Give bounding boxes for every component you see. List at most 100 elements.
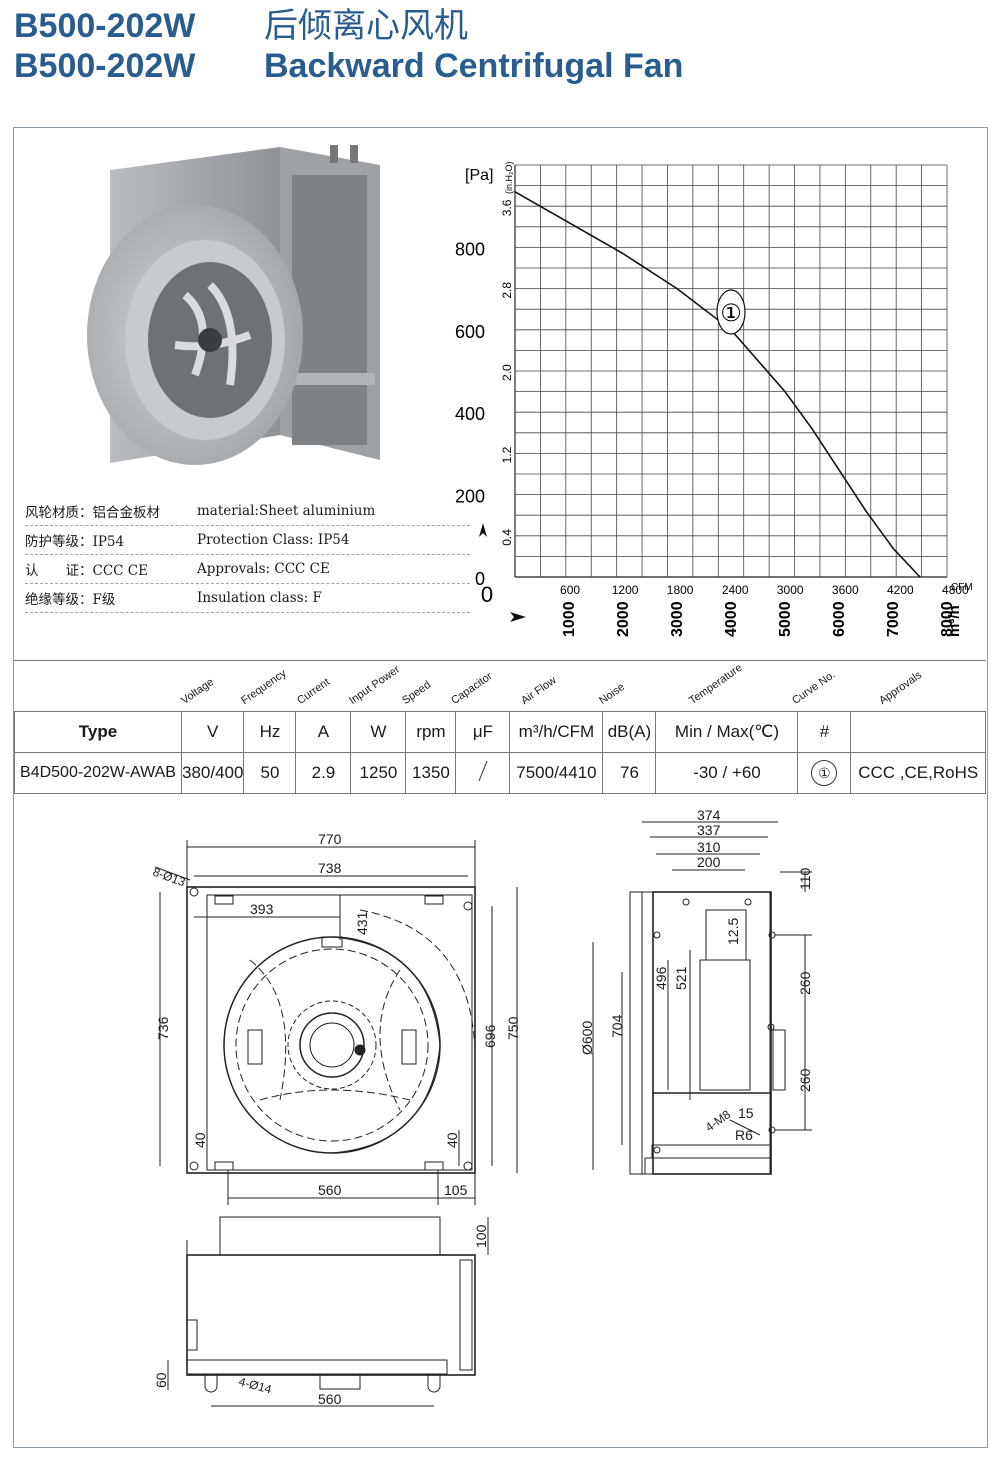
- x-tick-cfm: 4200: [887, 583, 914, 597]
- model-code: B500-202W: [14, 7, 196, 45]
- svg-text:40: 40: [192, 1132, 208, 1148]
- svg-text:200: 200: [697, 854, 721, 870]
- svg-text:4-M8: 4-M8: [703, 1107, 734, 1134]
- svg-text:R6: R6: [735, 1127, 753, 1143]
- title-chinese: 后倾离心风机: [264, 6, 468, 46]
- side-view: [592, 821, 812, 1175]
- x-tick-cfm: 1200: [612, 583, 639, 597]
- svg-text:8-Ø13: 8-Ø13: [151, 865, 187, 890]
- bottom-view: [167, 1216, 489, 1407]
- x-tick-m3h: 6000: [831, 601, 848, 637]
- svg-text:260: 260: [797, 1068, 813, 1092]
- svg-text:560: 560: [318, 1182, 342, 1198]
- svg-text:770: 770: [318, 831, 342, 847]
- x-unit-m3h: m³/h: [946, 605, 963, 637]
- table-header-frequency: Frequency: [239, 667, 289, 707]
- table-header-input-power: Input Power: [347, 663, 403, 707]
- hub: [198, 328, 222, 352]
- y-tick-pa: 200: [455, 487, 485, 507]
- fan-photo: [87, 145, 380, 465]
- x-tick-m3h: 1000: [561, 601, 578, 637]
- x-tick-m3h: 5000: [777, 601, 794, 637]
- x-tick-m3h: 7000: [885, 601, 902, 637]
- model-code: B500-202W: [14, 47, 196, 85]
- outlet-lower: [292, 385, 367, 445]
- title-line-cn: B500-202W 后倾离心风机: [14, 8, 468, 44]
- curve-number-badge: ①: [811, 760, 838, 786]
- table-header-capacitor: Capacitor: [449, 670, 495, 707]
- svg-text:337: 337: [697, 822, 721, 838]
- svg-text:40: 40: [444, 1132, 460, 1148]
- svg-text:4-Ø14: 4-Ø14: [237, 1374, 273, 1396]
- svg-text:Ø600: Ø600: [579, 1021, 595, 1055]
- svg-text:736: 736: [155, 1016, 171, 1040]
- table-header-curve-no-: Curve No.: [790, 668, 838, 707]
- table-header-voltage: Voltage: [179, 676, 217, 707]
- x-tick-m3h: 2000: [615, 601, 632, 637]
- title-english: Backward Centrifugal Fan: [264, 47, 684, 85]
- y-tick-pa: 0: [475, 569, 485, 589]
- x-tick-cfm: 4800: [942, 583, 969, 597]
- y-tick-inh2o: 1.2: [500, 446, 514, 463]
- table-header-approvals: Approvals: [877, 669, 925, 707]
- svg-text:①: ①: [720, 299, 742, 327]
- y-tick-inh2o: 0.4: [500, 529, 514, 546]
- y-tick-inh2o: 2.0: [500, 364, 514, 381]
- table-header-air-flow: Air Flow: [519, 674, 559, 707]
- slash-mark: [478, 760, 488, 781]
- performance-chart: 0 200 400 600 800 [Pa] (in.H₂O) 0.4 1.2 2.0 2.8 3.6…: [455, 162, 973, 638]
- y-tick-pa: 800: [455, 239, 485, 259]
- svg-text:431: 431: [354, 911, 370, 935]
- outlet-opening: [292, 175, 367, 375]
- x-tick-cfm: 2400: [722, 583, 749, 597]
- col-type: Type: [14, 711, 182, 753]
- svg-text:260: 260: [797, 971, 813, 995]
- dimension-drawings: 770 738 8-Ø13 393 431 736 696 750 40 40 …: [151, 807, 813, 1407]
- svg-text:105: 105: [444, 1182, 468, 1198]
- x-axis-arrow: [510, 612, 526, 622]
- svg-text:696: 696: [482, 1024, 498, 1048]
- svg-text:738: 738: [318, 860, 342, 876]
- front-view: [154, 840, 518, 1205]
- chart-grid: [514, 164, 948, 578]
- svg-text:521: 521: [673, 966, 689, 990]
- table-units-row: Type V Hz A W rpm μF m³/h/CFM dB(A) Min …: [14, 711, 986, 753]
- x-tick-cfm: 1800: [667, 583, 694, 597]
- svg-text:15: 15: [738, 1105, 754, 1121]
- svg-text:750: 750: [505, 1016, 521, 1040]
- chart-axis-labels: 0 200 400 600 800 [Pa] (in.H₂O) 0.4 1.2 2.0 2.8 3.6…: [455, 162, 973, 638]
- y-axis-label-secondary: (in.H₂O): [504, 162, 514, 195]
- svg-text:60: 60: [153, 1372, 169, 1388]
- y-axis-label: [Pa]: [465, 167, 493, 184]
- y-tick-pa: 400: [455, 404, 485, 424]
- svg-text:374: 374: [697, 807, 721, 823]
- x-tick-cfm: 3600: [832, 583, 859, 597]
- svg-text:100: 100: [473, 1224, 489, 1248]
- title-line-en: B500-202W Backward Centrifugal Fan: [14, 48, 683, 84]
- x-unit-cfm: CFM: [951, 582, 973, 593]
- x-tick-cfm: 600: [560, 583, 580, 597]
- x-tick-m3h: 3000: [669, 601, 686, 637]
- x-tick-cfm: 3000: [777, 583, 804, 597]
- svg-text:393: 393: [250, 901, 274, 917]
- table-header-noise: Noise: [597, 681, 628, 707]
- y-tick-inh2o: 2.8: [500, 282, 514, 299]
- table-header-current: Current: [295, 676, 333, 707]
- svg-text:704: 704: [609, 1014, 625, 1038]
- y-tick-inh2o: 3.6: [500, 199, 514, 216]
- x-tick-m3h: 8000: [939, 601, 956, 637]
- svg-text:110: 110: [797, 867, 813, 890]
- y-axis-arrow: [479, 523, 487, 537]
- origin-label: 0: [481, 582, 493, 607]
- svg-text:12.5: 12.5: [725, 918, 741, 945]
- capacitor-empty: [455, 752, 511, 794]
- svg-text:310: 310: [697, 839, 721, 855]
- table-row: B4D500-202W-AWAB 380/400 50 2.9 1250 135…: [14, 752, 986, 794]
- svg-text:496: 496: [653, 966, 669, 990]
- datasheet-frame: [13, 127, 988, 1448]
- y-tick-pa: 600: [455, 322, 485, 342]
